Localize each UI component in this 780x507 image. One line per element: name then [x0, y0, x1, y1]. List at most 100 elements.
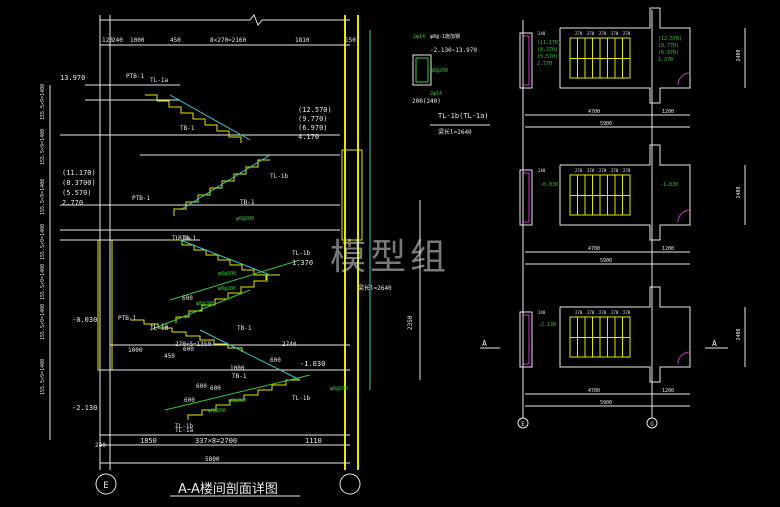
tread-dim: 270 [587, 310, 595, 315]
stair-flight [170, 239, 267, 280]
plan-axis-label: G [650, 421, 654, 428]
door-swing [677, 351, 691, 365]
top-dim-text: 150 [345, 37, 356, 44]
tread-dim: 270 [599, 168, 607, 173]
side-dim-text: 155.5×9=1400 [40, 359, 46, 395]
plan-dim-text: 1200 [662, 388, 674, 394]
tread-dim: 270 [611, 310, 619, 315]
rebar-line [149, 289, 251, 331]
plan-window [522, 35, 530, 86]
plan-height-text: 2400 [736, 186, 742, 198]
right-dim: 2350 [407, 315, 414, 330]
top-dim-text: 120 [102, 37, 113, 44]
detail-title: TL-1b(TL-1a) [438, 112, 489, 120]
member-label: TB-1 [240, 199, 255, 206]
inner-dim-text: 450 [164, 353, 175, 360]
detail-label: -2.130~13.970 [430, 47, 477, 54]
tread-dim: 270 [587, 168, 595, 173]
slope-line [179, 154, 271, 211]
tread-dim: 270 [599, 31, 607, 36]
tread-dim: 270 [623, 310, 631, 315]
member-label: PTB-1 [132, 195, 150, 202]
break-line [100, 14, 350, 26]
slope-line [199, 329, 301, 381]
rebar-line [169, 259, 301, 301]
top-dim-text: 240 [112, 37, 123, 44]
door-swing [677, 72, 691, 86]
side-dim-text: 155.5×9=1400 [40, 264, 46, 300]
detail-subtitle: 梁长l=2640 [438, 128, 472, 136]
section-mark: A [712, 339, 717, 348]
bottom-dim-text: 1110 [305, 437, 322, 445]
plan-wall [519, 311, 533, 368]
plan-dim-text: 4700 [588, 246, 600, 252]
plan-wall [559, 7, 691, 104]
plan-level: (12.570) [658, 36, 682, 42]
bottom-dim-text: 1850 [140, 437, 157, 445]
plan-dim-text: 5900 [600, 400, 612, 406]
stair-flight [173, 159, 270, 216]
rebar-label: φ8@200 [218, 286, 236, 292]
side-dim-text: 155.5×9=1400 [40, 84, 46, 120]
member-label: TL-1a [175, 427, 193, 434]
elevation-text: 13.970 [60, 74, 85, 82]
rebar-label: φ8@200 [228, 398, 246, 404]
beam-note: 梁长l=2640 [358, 284, 392, 292]
beam-rebar [415, 57, 429, 83]
member-label: TL-1b [292, 250, 310, 257]
plan-dim-text: 5900 [600, 258, 612, 264]
elevation-text: (6.970) [298, 124, 328, 132]
inner-dim-text: 1000 [128, 347, 143, 354]
stair-flight [145, 94, 242, 143]
plan-level: -2.130 [538, 322, 556, 328]
rebar-label: φ8@200 [208, 408, 226, 414]
tread-dim: 240 [538, 168, 546, 173]
tread-dim: 270 [611, 168, 619, 173]
plan-wall [559, 286, 691, 383]
stair-flight [130, 319, 243, 352]
inner-dim-text: 2740 [282, 341, 297, 348]
plan-height-text: 2400 [736, 49, 742, 61]
tread-dim: 270 [623, 168, 631, 173]
plan-dim-text: 1200 [662, 109, 674, 115]
elevation-text: 1.370 [292, 259, 313, 267]
inner-dim-text: 600 [184, 397, 195, 404]
member-label: PTB-1 [118, 315, 136, 322]
elevation-text: (8.3700) [62, 179, 96, 187]
plan-window [522, 172, 530, 223]
inner-dim-text: 600 [270, 357, 281, 364]
member-label: TL-1a [150, 323, 168, 330]
elevation-text: (9.770) [298, 115, 328, 123]
plan-axis-label: E [521, 421, 525, 428]
member-label: TB-1 [232, 373, 247, 380]
stair-flight [187, 379, 300, 420]
detail-label: 2φ14 [430, 91, 442, 97]
member-label: PTB-1 [178, 235, 196, 242]
elevation-text: -0.030 [72, 316, 97, 324]
plan-dim-text: 4700 [588, 388, 600, 394]
detail-label: φ8@-1施加钢 [430, 33, 460, 40]
inner-dim-text: 270×5=1350 [175, 341, 212, 348]
detail-label: 200(240) [412, 98, 441, 105]
plan-wall [519, 169, 533, 226]
plan-level: 2.770 [537, 61, 552, 67]
axis-bubble [339, 473, 361, 495]
plan-dim-text: 4700 [588, 109, 600, 115]
bottom-dim-text: 240 [95, 442, 106, 449]
plan-wall [519, 32, 533, 89]
rebar-label: φ8@200 [196, 301, 214, 307]
rebar-label: φ8@200 [236, 216, 254, 222]
plan-level: (11.170) [537, 40, 561, 46]
rebar-line [164, 374, 311, 411]
member-label: TL-1b [175, 423, 193, 430]
detail-label: 2φ14 [413, 34, 425, 40]
plan-level: (9.770) [658, 43, 679, 49]
plan-level: -1.030 [660, 182, 678, 188]
detail-label: φ8@200 [430, 68, 448, 74]
column [341, 149, 363, 241]
member-label: TL-1b [270, 173, 288, 180]
door-swing [677, 209, 691, 223]
plan-level: (5.570) [537, 54, 558, 60]
plan-wall [559, 144, 691, 241]
